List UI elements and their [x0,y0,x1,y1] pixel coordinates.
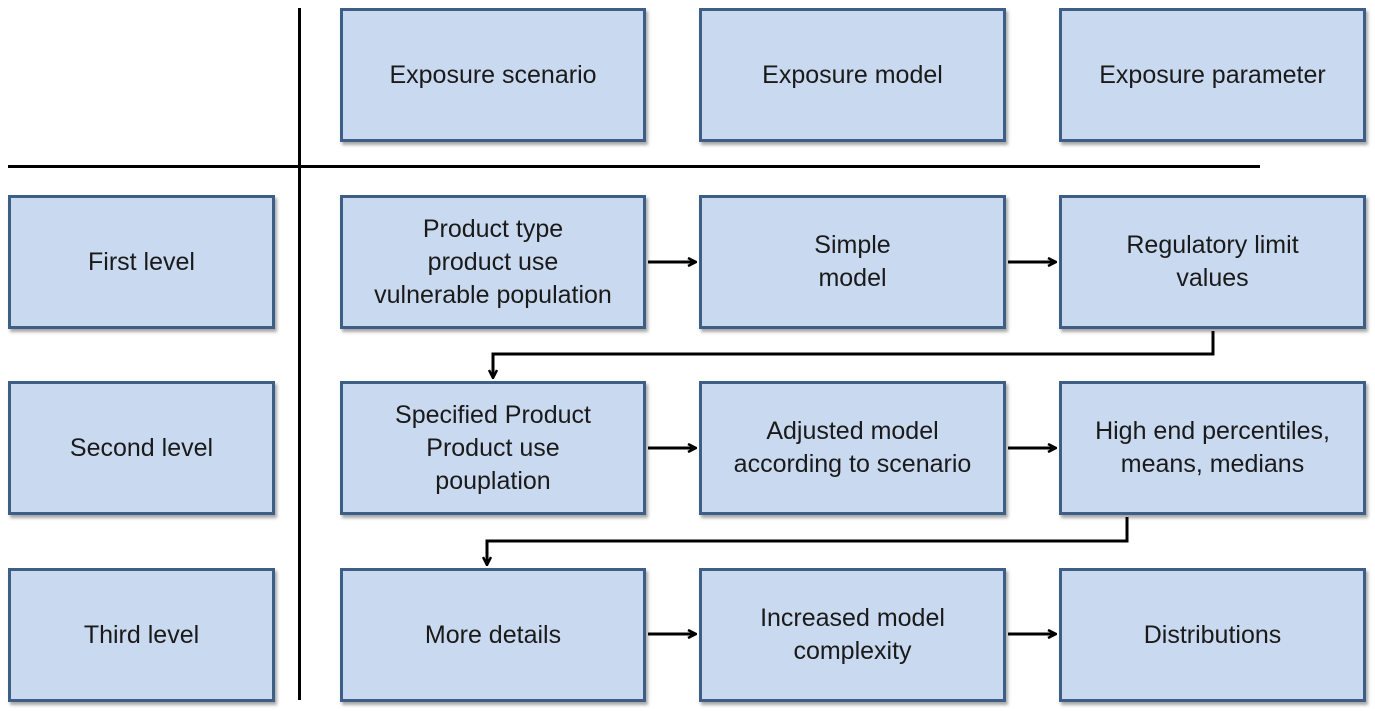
first-level-model: Simple model [699,195,1006,329]
third-level-scenario: More details [340,568,646,702]
horizontal-divider [8,165,1260,168]
header-exposure-model: Exposure model [699,8,1006,142]
header-exposure-parameter: Exposure parameter [1059,8,1366,142]
level-first: First level [8,195,275,329]
first-level-scenario: Product type product use vulnerable popu… [340,195,646,329]
third-level-parameter: Distributions [1059,568,1366,702]
vertical-divider [298,8,301,700]
arrow-second-to-third-level [487,517,1129,565]
second-level-parameter: High end percentiles, means, medians [1059,381,1366,515]
level-third: Third level [8,568,275,702]
second-level-model: Adjusted model according to scenario [699,381,1006,515]
header-exposure-scenario: Exposure scenario [340,8,646,142]
arrow-first-to-second-level [493,331,1215,378]
third-level-model: Increased model complexity [699,568,1006,702]
second-level-scenario: Specified Product Product use pouplation [340,381,646,515]
first-level-parameter: Regulatory limit values [1059,195,1366,329]
level-second: Second level [8,381,275,515]
